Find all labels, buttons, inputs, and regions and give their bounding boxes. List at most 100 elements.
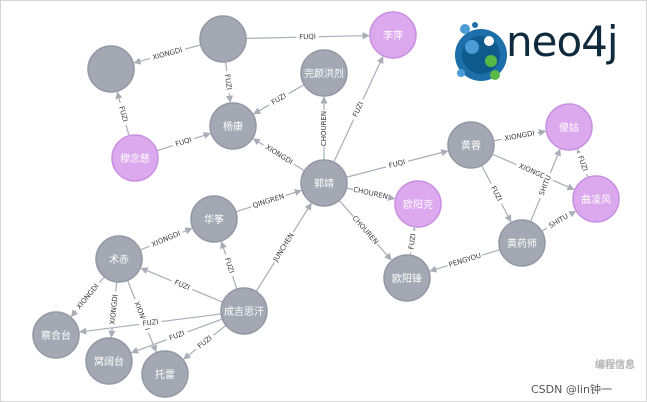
node-shuchi[interactable]: 术赤 (95, 235, 143, 283)
relationship-12[interactable]: QINGREN (235, 189, 302, 213)
node-circle[interactable] (190, 195, 238, 243)
relationship-label: JUNCHEN (271, 232, 295, 264)
relationship-label-bg (72, 279, 104, 314)
node-circle[interactable] (199, 15, 247, 63)
node-circle[interactable] (32, 311, 80, 359)
relationship-label-bg (349, 97, 368, 122)
relationship-label: SHITU (547, 212, 569, 230)
relationship-label: XIONGDI (109, 294, 120, 325)
node-tuolei[interactable]: 托雷 (141, 350, 189, 398)
node-label: 华筝 (204, 213, 224, 226)
relationship-24[interactable]: FUZI (140, 267, 223, 303)
relationship-label-bg (138, 316, 163, 330)
neo4j-logo-icon (455, 22, 507, 81)
node-huazheng[interactable]: 华筝 (190, 195, 238, 243)
node-circle[interactable] (220, 287, 268, 335)
relationship-6[interactable]: XIONGDI (252, 138, 305, 172)
relationship-13[interactable]: JUNCHEN (255, 202, 312, 292)
node-label: 成吉思汗 (224, 305, 264, 318)
node-circle[interactable] (300, 49, 348, 97)
relationship-label: CHOUREN (320, 111, 328, 146)
node-huayao[interactable]: 黄药师 (498, 219, 546, 267)
node-label: 穆念慈 (120, 152, 150, 165)
relationship-18[interactable]: SHITU (541, 210, 576, 233)
node-circle[interactable] (111, 134, 159, 182)
node-circle[interactable] (447, 121, 495, 169)
watermark: CSDN @lin钟一 (531, 383, 612, 396)
node-circle[interactable] (141, 350, 189, 398)
relationship-20[interactable]: PENGYOU (429, 249, 501, 273)
relationship-label-bg (193, 331, 217, 354)
relationship-27[interactable]: XIONGDI (126, 280, 158, 353)
node-circle[interactable] (394, 180, 442, 228)
node-yangkang[interactable]: 杨康 (209, 102, 257, 150)
node-circle[interactable] (383, 254, 431, 302)
relationship-11[interactable]: CHOUREN (338, 199, 392, 261)
relationship-label-bg (405, 229, 420, 254)
node-circle[interactable] (498, 219, 546, 267)
node-label: 窝阔台 (94, 355, 124, 368)
relationship-label-bg (269, 229, 298, 266)
relationship-25[interactable]: XIONGDI (70, 276, 105, 318)
node-circle[interactable] (95, 235, 143, 283)
node-circle[interactable] (545, 103, 593, 151)
node-lingping[interactable]: 李萍 (369, 11, 417, 59)
node-guojing[interactable]: 郭靖 (300, 159, 348, 207)
relationship-2[interactable]: FUZI (221, 61, 235, 103)
relationship-17[interactable]: SHITU (530, 148, 561, 222)
node-ouyangke[interactable]: 欧阳克 (394, 180, 442, 228)
node-label: 李萍 (383, 29, 403, 42)
node-circle[interactable] (572, 175, 620, 223)
relationship-29[interactable]: FUZI (130, 318, 223, 354)
relationship-10[interactable]: CHOUREN (346, 184, 396, 203)
relationship-28[interactable]: FUZI (79, 313, 222, 335)
node-n_left[interactable] (87, 45, 135, 93)
relationship-label-bg (535, 171, 556, 200)
node-shagu[interactable]: 傻姑 (545, 103, 593, 151)
node-wokuotai[interactable]: 窝阔台 (85, 337, 133, 385)
relationship-label: CHOUREN (352, 186, 388, 202)
relationship-19[interactable]: FUZI (574, 148, 592, 178)
node-label: 欧阳锋 (392, 272, 422, 285)
relationship-15[interactable]: XIONGDI (491, 153, 575, 191)
relationship-label: FUQI (388, 158, 406, 170)
node-munianci[interactable]: 穆念慈 (111, 134, 159, 182)
relationship-1[interactable]: XIONGDI (133, 44, 201, 65)
relationship-label: CHOUREN (351, 214, 380, 246)
node-circle[interactable] (369, 11, 417, 59)
node-circle[interactable] (300, 159, 348, 207)
relationship-16[interactable]: FUZI (481, 165, 512, 223)
node-huangrong[interactable]: 黄蓉 (447, 121, 495, 169)
relationship-4[interactable]: FUQI (156, 132, 211, 152)
relationship-5[interactable]: FUZI (253, 84, 305, 115)
stamp-text: 编程信息 (595, 360, 635, 371)
node-chahetai[interactable]: 察合台 (32, 311, 80, 359)
relationship-label-bg (147, 227, 185, 251)
relationship-7[interactable]: CHOUREN (319, 96, 329, 160)
node-ouyangfeng[interactable]: 欧阳锋 (383, 254, 431, 302)
node-wanyan[interactable]: 完颜洪烈 (300, 49, 348, 97)
relationship-21[interactable]: FUZI (405, 227, 420, 256)
node-n_top[interactable] (199, 15, 247, 63)
node-label: 傻姑 (559, 121, 579, 134)
node-circle[interactable] (209, 102, 257, 150)
node-circle[interactable] (87, 45, 135, 93)
relationship-label: XIONGDI (75, 282, 101, 311)
relationship-label-bg (171, 133, 196, 151)
relationship-23[interactable]: FUZI (220, 241, 238, 290)
node-label: 黄药师 (507, 237, 537, 250)
node-chengji[interactable]: 成吉思汗 (220, 287, 268, 335)
relationship-22[interactable]: XIONGDI (139, 227, 193, 251)
relationship-0[interactable]: FUQI (245, 31, 370, 43)
relationship-label-bg (169, 276, 195, 295)
relationship-9[interactable]: FUQI (346, 149, 449, 178)
relationship-26[interactable]: XIONGDI (107, 281, 121, 338)
relationship-3[interactable]: FUZI (115, 91, 131, 136)
relationship-14[interactable]: XIONGDI (493, 127, 547, 145)
node-circle[interactable] (85, 337, 133, 385)
node-qulingfeng[interactable]: 曲凌风 (572, 175, 620, 223)
relationship-label-bg (514, 160, 552, 184)
